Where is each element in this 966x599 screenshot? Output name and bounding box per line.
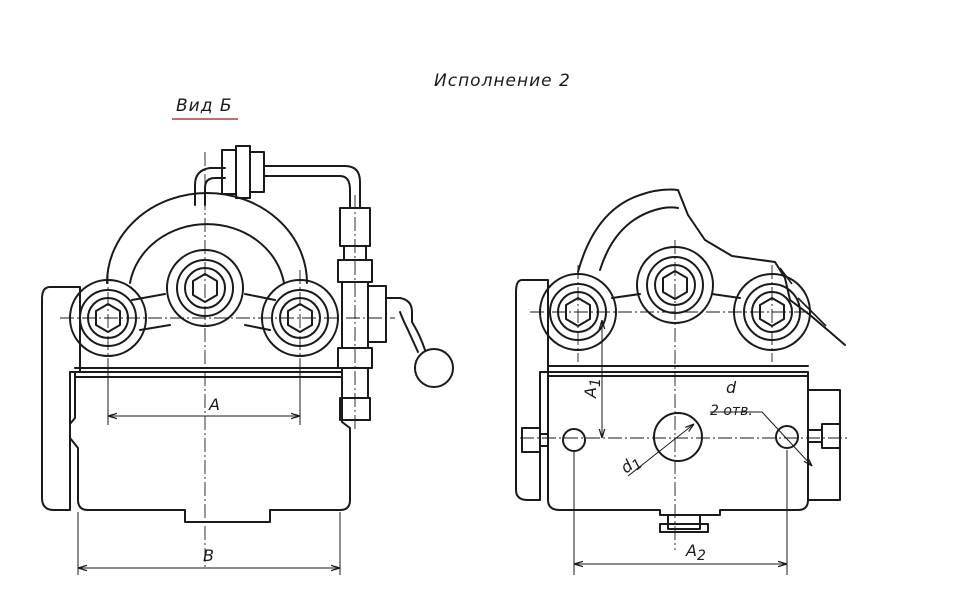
valve-handle-knob	[414, 348, 454, 388]
center-port	[653, 412, 703, 462]
right-back-plate	[515, 279, 549, 501]
left-back-plate	[41, 286, 81, 511]
dim-d-label: d	[726, 378, 737, 397]
right-view: A1 d1 d 2 отв. A2	[515, 188, 850, 575]
dim-a2-label: A2	[685, 541, 706, 564]
left-arch-outer	[106, 192, 308, 284]
right-body	[547, 371, 809, 516]
view-label: Вид Б	[176, 96, 233, 116]
dim-d1-label: d1	[617, 450, 646, 480]
left-top-fitting	[194, 145, 361, 209]
left-bridge	[131, 293, 276, 301]
mounting-hole-left	[562, 428, 586, 452]
dim-a1-label: A1	[581, 378, 604, 399]
dim-a-label: A	[208, 395, 220, 414]
right-arch-break	[577, 188, 846, 346]
dim-b-label: B	[203, 546, 214, 565]
holes-note: 2 отв.	[710, 403, 753, 419]
right-side-screw-right	[807, 423, 841, 449]
right-bottom-knob	[667, 514, 701, 530]
drawing-title: Исполнение 2	[434, 71, 571, 91]
left-view: A B	[41, 145, 454, 575]
right-side-screw-left	[521, 427, 549, 453]
right-back-plate-r	[807, 389, 841, 501]
left-arch-inner	[129, 223, 285, 284]
dim-line-d1	[627, 424, 694, 477]
mounting-hole-right	[775, 425, 799, 449]
left-body	[69, 371, 351, 523]
